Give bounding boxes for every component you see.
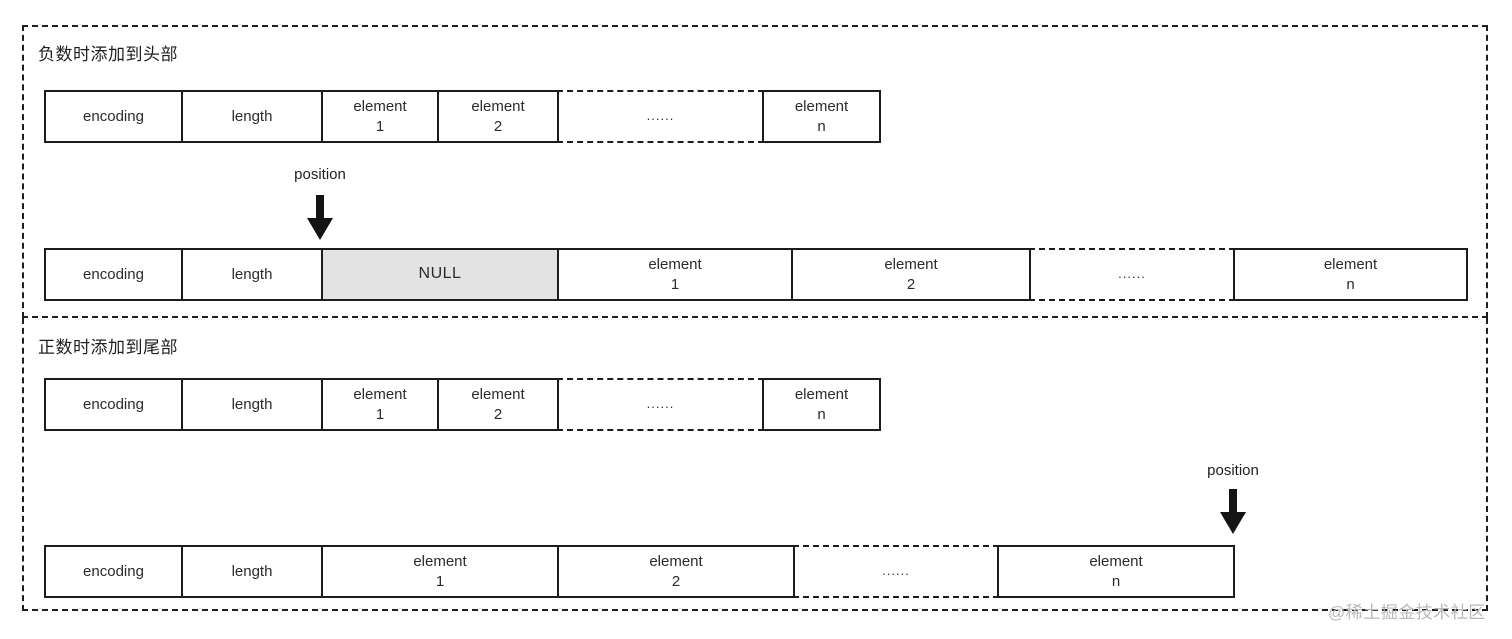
position-label: position bbox=[1207, 462, 1259, 479]
cell-element-n: element n bbox=[997, 545, 1235, 598]
cell-element-2: element 2 bbox=[437, 378, 559, 431]
cell-element-2: element 2 bbox=[557, 545, 795, 598]
watermark: @稀土掘金技术社区 bbox=[1328, 603, 1486, 622]
cell-element-n: element n bbox=[1233, 248, 1468, 301]
cell-element-2: element 2 bbox=[437, 90, 559, 143]
cell-element-1: element 1 bbox=[321, 378, 439, 431]
cell-encoding: encoding bbox=[44, 248, 183, 301]
cell-element-2: element 2 bbox=[791, 248, 1031, 301]
cell-element-1: element 1 bbox=[321, 545, 559, 598]
section-positive-title: 正数时添加到尾部 bbox=[38, 338, 178, 357]
cell-element-1: element 1 bbox=[321, 90, 439, 143]
cell-ellipsis: ...... bbox=[557, 378, 764, 431]
cell-encoding: encoding bbox=[44, 378, 183, 431]
cell-length: length bbox=[181, 248, 323, 301]
cell-null-slot: NULL bbox=[321, 248, 559, 301]
cell-encoding: encoding bbox=[44, 545, 183, 598]
section-positive-tail bbox=[22, 318, 1488, 611]
cell-length: length bbox=[181, 545, 323, 598]
cell-element-n: element n bbox=[762, 90, 881, 143]
cell-length: length bbox=[181, 378, 323, 431]
cell-encoding: encoding bbox=[44, 90, 183, 143]
section-negative-head bbox=[22, 25, 1488, 318]
cell-ellipsis: ...... bbox=[1029, 248, 1235, 301]
cell-length: length bbox=[181, 90, 323, 143]
cell-element-1: element 1 bbox=[557, 248, 793, 301]
section-negative-title: 负数时添加到头部 bbox=[38, 45, 178, 64]
position-label: position bbox=[294, 166, 346, 183]
cell-ellipsis: ...... bbox=[557, 90, 764, 143]
cell-ellipsis: ...... bbox=[793, 545, 999, 598]
cell-element-n: element n bbox=[762, 378, 881, 431]
